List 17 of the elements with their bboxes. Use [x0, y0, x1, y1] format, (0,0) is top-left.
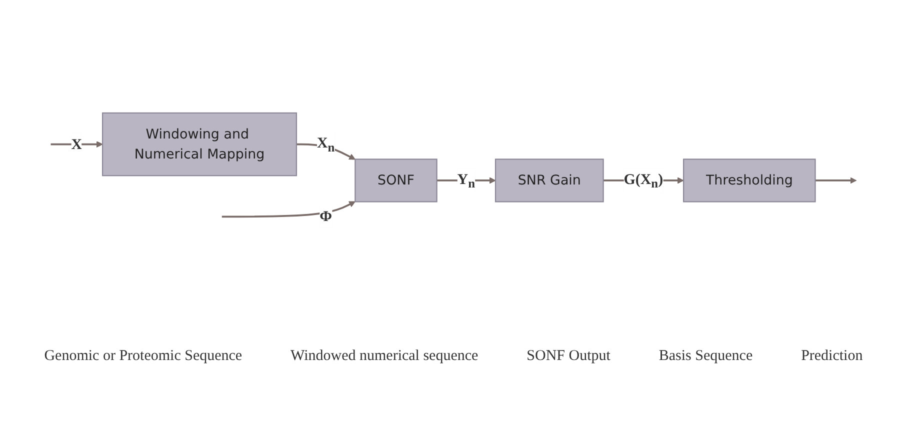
edge-label: G(X$_{n}$) [624, 170, 664, 190]
edge-label: X$_{n}$ [316, 134, 335, 154]
edge-label: Y$_{n}$ [457, 170, 475, 190]
node-box: Thresholding [683, 158, 816, 202]
edge-label: X [71, 136, 82, 152]
node-box: Windowing and Numerical Mapping [102, 112, 298, 176]
arrow [815, 176, 857, 184]
node-box: SNR Gain [494, 158, 604, 202]
signal-caption: SONF Output [526, 348, 610, 365]
node-box: SONF [354, 158, 438, 202]
signal-caption: Basis Sequence [658, 348, 753, 365]
signal-caption: Windowed numerical sequence [290, 348, 478, 365]
signal-caption: Prediction [801, 348, 863, 365]
signal-caption: Genomic or Proteomic Sequence [44, 348, 242, 365]
arrow [222, 200, 356, 218]
edge-label: Φ [320, 208, 332, 224]
arrow [50, 140, 103, 148]
